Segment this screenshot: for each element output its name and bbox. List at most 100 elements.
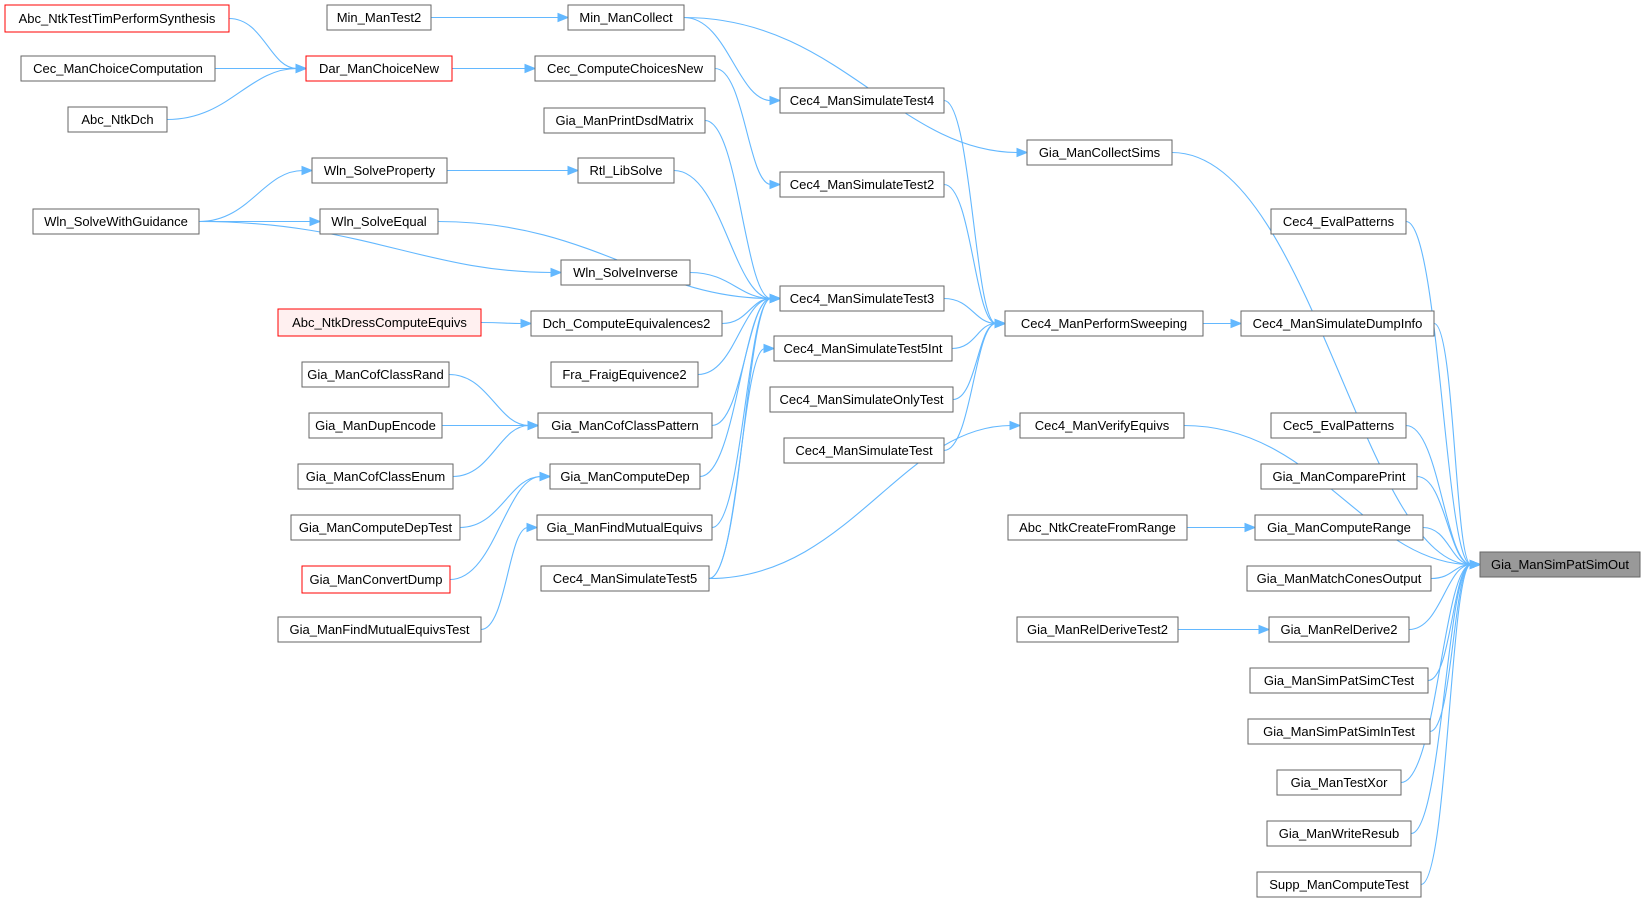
- edge-line: [1427, 563, 1472, 682]
- node-cec4-eval-patterns[interactable]: Cec4_EvalPatterns: [1270, 208, 1407, 235]
- node-supp-man-compute-test[interactable]: Supp_ManComputeTest: [1256, 871, 1422, 898]
- node-gia-man-convert-dump[interactable]: Gia_ManConvertDump: [301, 565, 451, 594]
- node-box: [1026, 139, 1173, 166]
- edge-line: [1400, 563, 1472, 784]
- node-gia-man-dup-encode[interactable]: Gia_ManDupEncode: [308, 412, 443, 439]
- node-label: Gia_ManSimPatSimOut: [1491, 557, 1629, 572]
- node-fra-fraig-equivence2[interactable]: Fra_FraigEquivence2: [550, 361, 699, 388]
- node-box: [297, 463, 454, 490]
- node-gia-man-test-xor[interactable]: Gia_ManTestXor: [1276, 769, 1402, 796]
- edge-wln-solve-inverse-to-cec4-man-simulate-test3: [689, 271, 782, 304]
- node-cec4-man-simulate-only-test[interactable]: Cec4_ManSimulateOnlyTest: [769, 386, 954, 413]
- node-abc-ntk-test-tim-perform-synthesis[interactable]: Abc_NtkTestTimPerformSynthesis: [4, 4, 230, 33]
- node-gia-man-cof-class-pattern[interactable]: Gia_ManCofClassPattern: [537, 412, 713, 439]
- node-cec-man-choice-computation[interactable]: Cec_ManChoiceComputation: [20, 55, 216, 82]
- node-wln-solve-with-guidance[interactable]: Wln_SolveWithGuidance: [32, 208, 200, 235]
- node-cec4-man-simulate-test2[interactable]: Cec4_ManSimulateTest2: [779, 171, 945, 198]
- node-label: Gia_ManPrintDsdMatrix: [556, 113, 694, 128]
- node-gia-man-sim-pat-sim-in-test[interactable]: Gia_ManSimPatSimInTest: [1247, 718, 1431, 745]
- node-gia-man-sim-pat-sim-out[interactable]: Gia_ManSimPatSimOut: [1479, 551, 1641, 578]
- node-wln-solve-equal[interactable]: Wln_SolveEqual: [319, 208, 439, 235]
- node-cec-compute-choices-new[interactable]: Cec_ComputeChoicesNew: [534, 55, 716, 82]
- edge-wln-solve-with-guidance-to-wln-solve-property: [198, 165, 314, 223]
- node-label: Min_ManTest2: [337, 10, 422, 25]
- edge-line: [1422, 526, 1472, 566]
- node-label: Abc_NtkDch: [81, 112, 153, 127]
- node-wln-solve-property[interactable]: Wln_SolveProperty: [311, 157, 448, 184]
- node-cec4-man-simulate-dump-info[interactable]: Cec4_ManSimulateDumpInfo: [1240, 310, 1435, 337]
- node-layer: Gia_ManSimPatSimOut Abc_NtkTestTimPerform…: [4, 4, 1641, 898]
- node-box: [1270, 208, 1407, 235]
- node-box: [1004, 310, 1204, 337]
- edge-line: [952, 322, 997, 401]
- edge-wln-solve-with-guidance-to-wln-solve-inverse: [198, 220, 563, 278]
- node-gia-man-match-cones-output[interactable]: Gia_ManMatchConesOutput: [1246, 565, 1432, 592]
- arrowhead: [994, 318, 1007, 329]
- node-cec5-eval-patterns[interactable]: Cec5_EvalPatterns: [1270, 412, 1407, 439]
- node-cec4-man-simulate-test5[interactable]: Cec4_ManSimulateTest5: [540, 565, 710, 592]
- node-box: [277, 616, 482, 643]
- node-box: [543, 107, 706, 134]
- arrowhead: [526, 522, 539, 533]
- node-box: [1254, 514, 1424, 541]
- node-label: Cec_ManChoiceComputation: [33, 61, 203, 76]
- node-cec4-man-verify-equivs[interactable]: Cec4_ManVerifyEquivs: [1019, 412, 1185, 439]
- edge-line: [480, 526, 529, 631]
- node-gia-man-sim-pat-sim-ctest[interactable]: Gia_ManSimPatSimCTest: [1249, 667, 1429, 694]
- node-min-man-collect[interactable]: Min_ManCollect: [567, 4, 685, 31]
- node-gia-man-compute-dep[interactable]: Gia_ManComputeDep: [549, 463, 701, 490]
- arrowhead: [309, 216, 322, 227]
- node-label: Gia_ManDupEncode: [315, 418, 436, 433]
- node-gia-man-compare-print[interactable]: Gia_ManComparePrint: [1260, 463, 1418, 490]
- edge-line: [198, 169, 304, 223]
- node-dch-compute-equivalences2[interactable]: Dch_ComputeEquivalences2: [530, 310, 723, 337]
- node-abc-ntk-dch[interactable]: Abc_NtkDch: [67, 106, 168, 133]
- arrowhead: [1244, 522, 1257, 533]
- edge-cec4-man-simulate-test4-to-cec4-man-perform-sweeping: [943, 99, 1007, 329]
- node-cec4-man-perform-sweeping[interactable]: Cec4_ManPerformSweeping: [1004, 310, 1204, 337]
- node-wln-solve-inverse[interactable]: Wln_SolveInverse: [560, 259, 691, 286]
- node-gia-man-compute-dep-test[interactable]: Gia_ManComputeDepTest: [290, 514, 461, 541]
- node-gia-man-compute-range[interactable]: Gia_ManComputeRange: [1254, 514, 1424, 541]
- edge-line: [452, 424, 530, 478]
- node-cec4-man-simulate-test4[interactable]: Cec4_ManSimulateTest4: [779, 87, 945, 114]
- node-gia-man-cof-class-enum[interactable]: Gia_ManCofClassEnum: [297, 463, 454, 490]
- node-box: [305, 55, 453, 82]
- node-label: Cec5_EvalPatterns: [1283, 418, 1395, 433]
- node-cec4-man-simulate-test5-int[interactable]: Cec4_ManSimulateTest5Int: [773, 335, 953, 362]
- node-label: Gia_ManCofClassEnum: [306, 469, 445, 484]
- node-box: [567, 4, 685, 31]
- node-cec4-man-simulate-test[interactable]: Cec4_ManSimulateTest: [783, 437, 945, 464]
- node-label: Dch_ComputeEquivalences2: [543, 316, 711, 331]
- node-dar-man-choice-new[interactable]: Dar_ManChoiceNew: [305, 55, 453, 82]
- edge-line: [1433, 322, 1472, 566]
- node-abc-ntk-create-from-range[interactable]: Abc_NtkCreateFromRange: [1007, 514, 1188, 541]
- node-rtl-lib-solve[interactable]: Rtl_LibSolve: [577, 157, 675, 184]
- arrowhead: [1009, 420, 1022, 431]
- node-label: Wln_SolveInverse: [573, 265, 678, 280]
- node-box: [1268, 616, 1410, 643]
- node-label: Fra_FraigEquivence2: [562, 367, 686, 382]
- node-gia-man-find-mutual-equivs-test[interactable]: Gia_ManFindMutualEquivsTest: [277, 616, 482, 643]
- node-gia-man-rel-derive2[interactable]: Gia_ManRelDerive2: [1268, 616, 1410, 643]
- node-gia-man-collect-sims[interactable]: Gia_ManCollectSims: [1026, 139, 1173, 166]
- node-abc-ntk-dress-compute-equivs[interactable]: Abc_NtkDressComputeEquivs: [277, 308, 482, 337]
- node-box: [301, 565, 451, 594]
- node-label: Wln_SolveEqual: [331, 214, 426, 229]
- node-gia-man-write-resub[interactable]: Gia_ManWriteResub: [1266, 820, 1412, 847]
- arrowhead: [763, 343, 776, 354]
- edge-line: [943, 183, 997, 325]
- node-min-man-test2[interactable]: Min_ManTest2: [326, 4, 432, 31]
- arrowhead: [769, 179, 782, 190]
- node-gia-man-print-dsd-matrix[interactable]: Gia_ManPrintDsdMatrix: [543, 107, 706, 134]
- node-label: Gia_ManComputeRange: [1267, 520, 1411, 535]
- node-gia-man-cof-class-rand[interactable]: Gia_ManCofClassRand: [301, 361, 450, 388]
- node-cec4-man-simulate-test3[interactable]: Cec4_ManSimulateTest3: [779, 285, 945, 312]
- node-label: Cec4_ManPerformSweeping: [1021, 316, 1187, 331]
- node-gia-man-find-mutual-equivs[interactable]: Gia_ManFindMutualEquivs: [536, 514, 713, 541]
- node-box: [277, 308, 482, 337]
- edge-line: [1405, 220, 1472, 566]
- edge-cec4-man-verify-equivs-to-gia-man-sim-pat-sim-out: [1183, 424, 1482, 570]
- node-gia-man-rel-derive-test2[interactable]: Gia_ManRelDeriveTest2: [1016, 616, 1179, 643]
- edge-line: [166, 67, 298, 121]
